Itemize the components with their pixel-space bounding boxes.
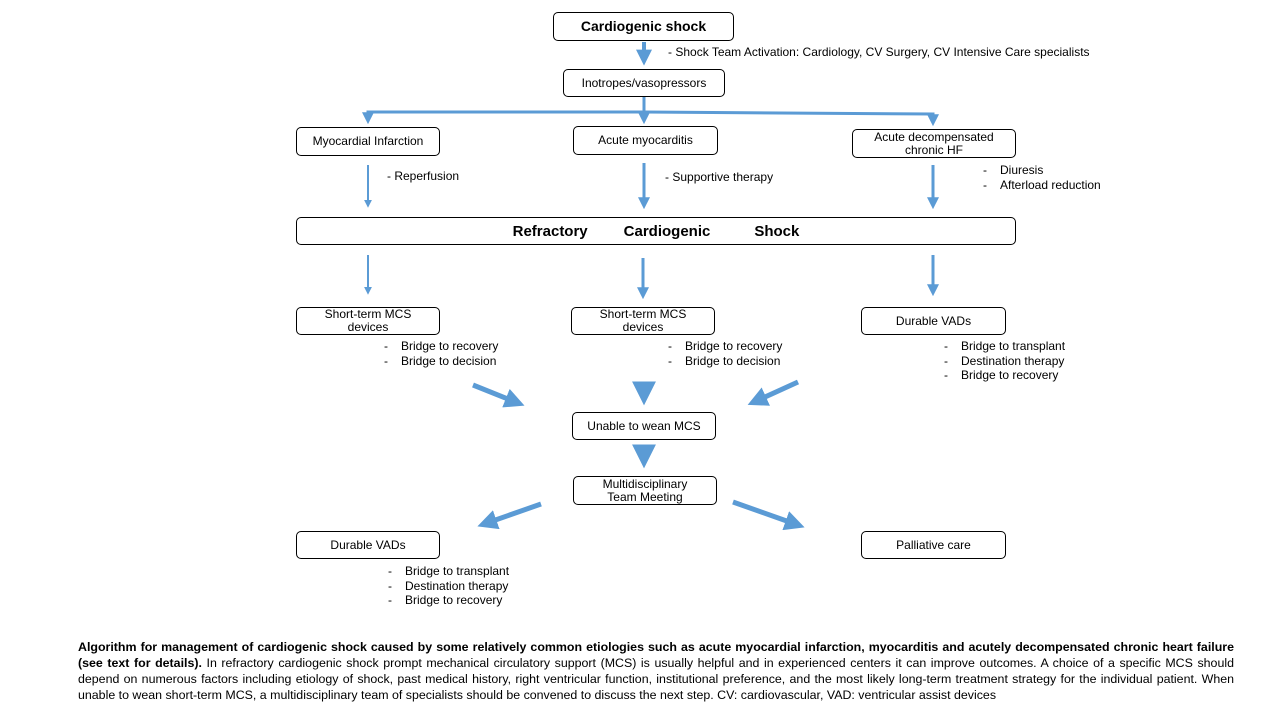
caption-text: In refractory cardiogenic shock prompt m…	[78, 656, 1234, 702]
node-short-term-mcs-left: Short-term MCS devices	[296, 307, 440, 335]
note-supportive-therapy: Supportive therapy	[665, 170, 773, 185]
list-item: Destination therapy	[388, 579, 509, 594]
list-item: Destination therapy	[944, 354, 1065, 369]
figure-caption: Algorithm for management of cardiogenic …	[78, 639, 1234, 703]
arrow-branch-right	[643, 110, 939, 127]
list-item: Bridge to recovery	[384, 339, 498, 354]
note-shock-team: Shock Team Activation: Cardiology, CV Su…	[668, 45, 1090, 60]
arrow-right-to-unable-wean	[747, 379, 800, 406]
refractory-word-2: Cardiogenic	[623, 222, 711, 240]
node-multidisciplinary-team-meeting: Multidisciplinary Team Meeting	[573, 476, 717, 505]
note-short-left: Bridge to recovery Bridge to decision	[384, 339, 498, 368]
note-adhf-treatment: Diuresis Afterload reduction	[983, 163, 1101, 192]
note-durable-bottom: Bridge to transplant Destination therapy…	[388, 564, 509, 608]
note-reperfusion: Reperfusion	[387, 169, 459, 184]
arrow-left-to-unable-wean	[472, 382, 525, 408]
node-cardiogenic-shock: Cardiogenic shock	[553, 12, 734, 41]
arrow-branch-left	[362, 110, 644, 125]
caption-bold: Algorithm for management of cardiogenic …	[78, 640, 1234, 670]
list-item: Bridge to recovery	[944, 368, 1065, 383]
list-item: Bridge to decision	[384, 354, 498, 369]
list-item: Bridge to transplant	[388, 564, 509, 579]
note-short-mid: Bridge to recovery Bridge to decision	[668, 339, 782, 368]
node-acute-myocarditis: Acute myocarditis	[573, 126, 718, 155]
refractory-word-1: Refractory	[512, 222, 588, 240]
list-item: Diuresis	[983, 163, 1101, 178]
note-durable-right: Bridge to transplant Destination therapy…	[944, 339, 1065, 383]
list-item: Bridge to recovery	[388, 593, 509, 608]
list-item: Bridge to decision	[668, 354, 782, 369]
node-inotropes-vasopressors: Inotropes/vasopressors	[563, 69, 725, 97]
node-myocardial-infarction: Myocardial Infarction	[296, 127, 440, 156]
refractory-word-3: Shock	[754, 222, 800, 240]
list-item: Bridge to transplant	[944, 339, 1065, 354]
node-short-term-mcs-mid: Short-term MCS devices	[571, 307, 715, 335]
arrow-mdt-to-durable-vads	[477, 501, 542, 530]
node-refractory-cardiogenic-shock: Refractory Cardiogenic Shock	[296, 217, 1016, 245]
arrow-mdt-to-palliative	[732, 499, 805, 531]
node-unable-to-wean-mcs: Unable to wean MCS	[572, 412, 716, 440]
node-durable-vads-bottom: Durable VADs	[296, 531, 440, 559]
list-item: Bridge to recovery	[668, 339, 782, 354]
node-acute-decompensated-hf: Acute decompensated chronic HF	[852, 129, 1016, 158]
node-palliative-care: Palliative care	[861, 531, 1006, 559]
node-durable-vads-right: Durable VADs	[861, 307, 1006, 335]
list-item: Afterload reduction	[983, 178, 1101, 193]
